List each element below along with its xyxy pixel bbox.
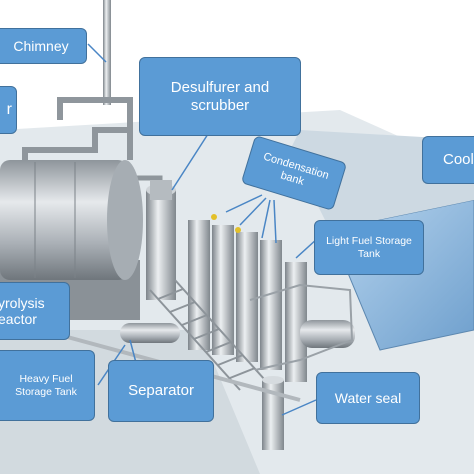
light-fuel-tank xyxy=(285,262,307,382)
light-fuel-storage-label: Light Fuel Storage Tank xyxy=(314,220,424,275)
water-seal-vessel xyxy=(262,380,284,450)
railing xyxy=(249,283,354,371)
cooling-label: Cool xyxy=(422,136,474,184)
condenser-1 xyxy=(188,220,210,350)
desulfurer-label: Desulfurer and scrubber xyxy=(139,57,301,136)
water-seal-label: Water seal xyxy=(316,372,420,424)
heavy-fuel-storage-label: Heavy Fuel Storage Tank xyxy=(0,350,95,421)
desulfurer-tower xyxy=(146,190,176,300)
pipe-run-middle xyxy=(22,127,130,160)
pipe-run-upper xyxy=(57,97,133,160)
reactor-end-cap xyxy=(107,160,143,280)
separator-vessel xyxy=(120,323,180,343)
condenser-4 xyxy=(260,240,282,370)
condenser-3 xyxy=(236,232,258,362)
condenser-2 xyxy=(212,225,234,355)
pyrolysis-reactor-label: yrolysis eactor xyxy=(0,282,70,340)
chimney-stack xyxy=(103,0,111,105)
horizontal-tank xyxy=(300,320,355,348)
separator-label: Separator xyxy=(108,360,214,422)
reactor-body xyxy=(0,160,128,280)
partial-left-label: r xyxy=(0,86,17,134)
chimney-label: Chimney xyxy=(0,28,87,64)
stairway xyxy=(149,279,266,391)
